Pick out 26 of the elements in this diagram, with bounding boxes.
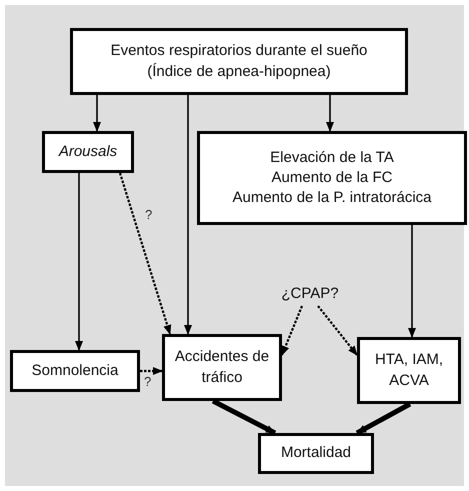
arrow bbox=[93, 95, 101, 132]
arrow bbox=[326, 95, 334, 132]
arrow bbox=[280, 306, 304, 356]
box-text: Aumento de la P. intratorácica bbox=[232, 188, 432, 208]
edge-label: ? bbox=[145, 207, 152, 222]
arrow bbox=[118, 172, 172, 335]
box-text: (Índice de apnea-hipopnea) bbox=[147, 62, 331, 82]
box-text: Elevación de la TA bbox=[270, 148, 394, 168]
process-box bbox=[70, 28, 408, 95]
arrow bbox=[317, 305, 358, 356]
process-box: Arousals bbox=[42, 131, 134, 173]
box-text: Eventos respiratorios durante el sueño bbox=[110, 41, 368, 62]
edge-label: ? bbox=[144, 374, 152, 389]
arrow bbox=[140, 367, 163, 375]
arrow bbox=[356, 402, 412, 436]
process-box: HTA, IAM, ACVA bbox=[357, 337, 461, 404]
process-box: Mortalidad bbox=[258, 433, 374, 474]
box-text: Aumento de la FC bbox=[272, 168, 392, 188]
arrow bbox=[408, 225, 416, 338]
annotation-text: ¿CPAP? bbox=[278, 282, 342, 306]
arrow bbox=[184, 95, 192, 335]
process-box: Accidentes de tráfico bbox=[162, 334, 282, 401]
arrow bbox=[75, 173, 83, 351]
process-box bbox=[197, 131, 467, 225]
process-box: Somnolencia bbox=[10, 350, 140, 392]
arrow bbox=[212, 398, 276, 436]
